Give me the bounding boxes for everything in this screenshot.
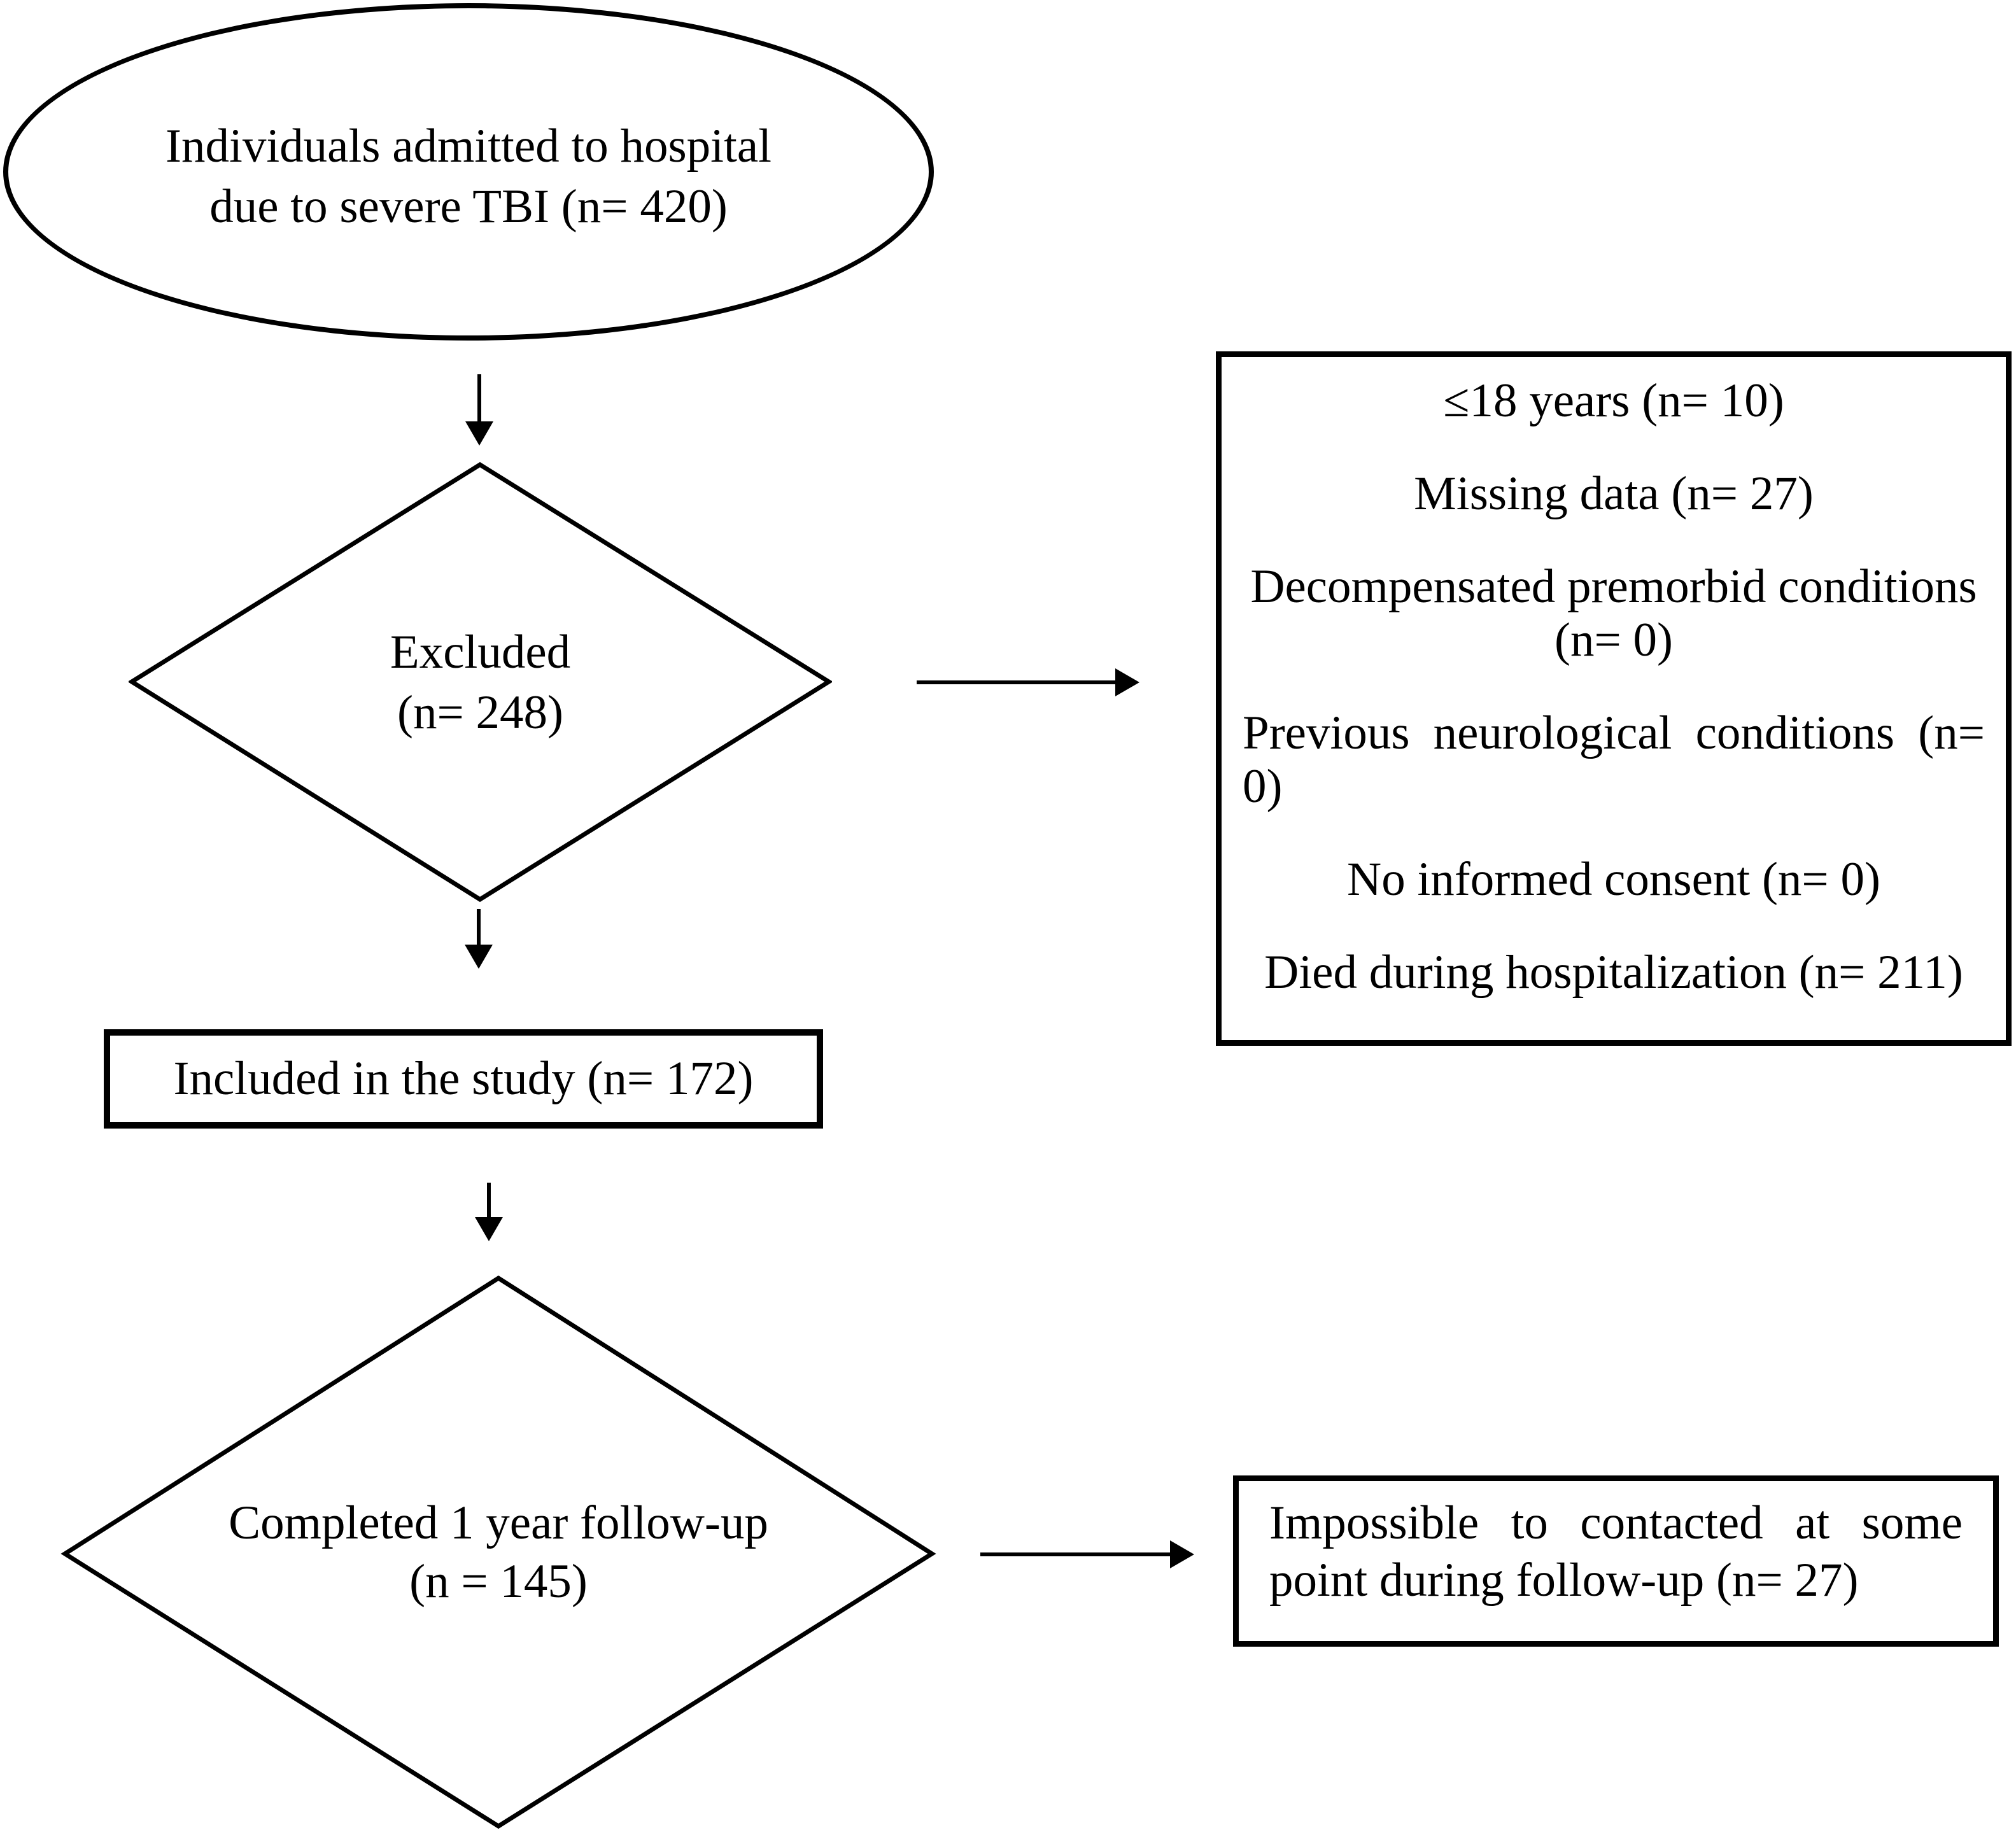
connector-arrow-down-1 [465, 374, 493, 446]
connector-arrow-down-3 [475, 1183, 503, 1241]
excluded-diamond-label: Excluded (n= 248) [129, 461, 832, 903]
excluded-diamond [129, 461, 832, 903]
followup-diamond-line-2: (n = 145) [409, 1554, 588, 1608]
connector-arrow-right-1 [917, 668, 1139, 696]
included-box-label: Included in the study (n= 172) [173, 1052, 754, 1105]
start-ellipse: Individuals admitted to hospital due to … [3, 3, 934, 341]
lost-to-followup-label: Impossible to contacted at some point du… [1269, 1496, 1963, 1607]
connector-arrow-right-2 [980, 1540, 1194, 1568]
exclusion-reasons-box: ≤18 years (n= 10) Missing data (n= 27) D… [1216, 351, 2012, 1046]
excluded-diamond-line-2: (n= 248) [397, 686, 563, 739]
excluded-diamond-line-1: Excluded [390, 625, 571, 679]
exclusion-item-neurological-conditions: Previous neurological conditions (n= 0) [1243, 707, 1985, 813]
exclusion-item-age: ≤18 years (n= 10) [1443, 374, 1784, 427]
start-ellipse-line-2: due to severe TBI (n= 420) [209, 180, 728, 233]
included-box: Included in the study (n= 172) [104, 1029, 823, 1129]
lost-to-followup-box: Impossible to contacted at some point du… [1233, 1475, 1999, 1647]
followup-diamond-label: Completed 1 year follow-up (n = 145) [60, 1271, 937, 1830]
start-ellipse-line-1: Individuals admitted to hospital [166, 120, 772, 172]
exclusion-item-no-consent: No informed consent (n= 0) [1347, 853, 1880, 906]
followup-diamond-line-1: Completed 1 year follow-up [229, 1496, 768, 1549]
followup-diamond [60, 1275, 936, 1829]
connector-arrow-down-2 [465, 909, 493, 969]
exclusion-item-premorbid-conditions: Decompensated premorbid conditions (n= 0… [1250, 560, 1977, 666]
exclusion-item-missing-data: Missing data (n= 27) [1414, 467, 1814, 520]
exclusion-item-died: Died during hospitalization (n= 211) [1264, 946, 1963, 999]
